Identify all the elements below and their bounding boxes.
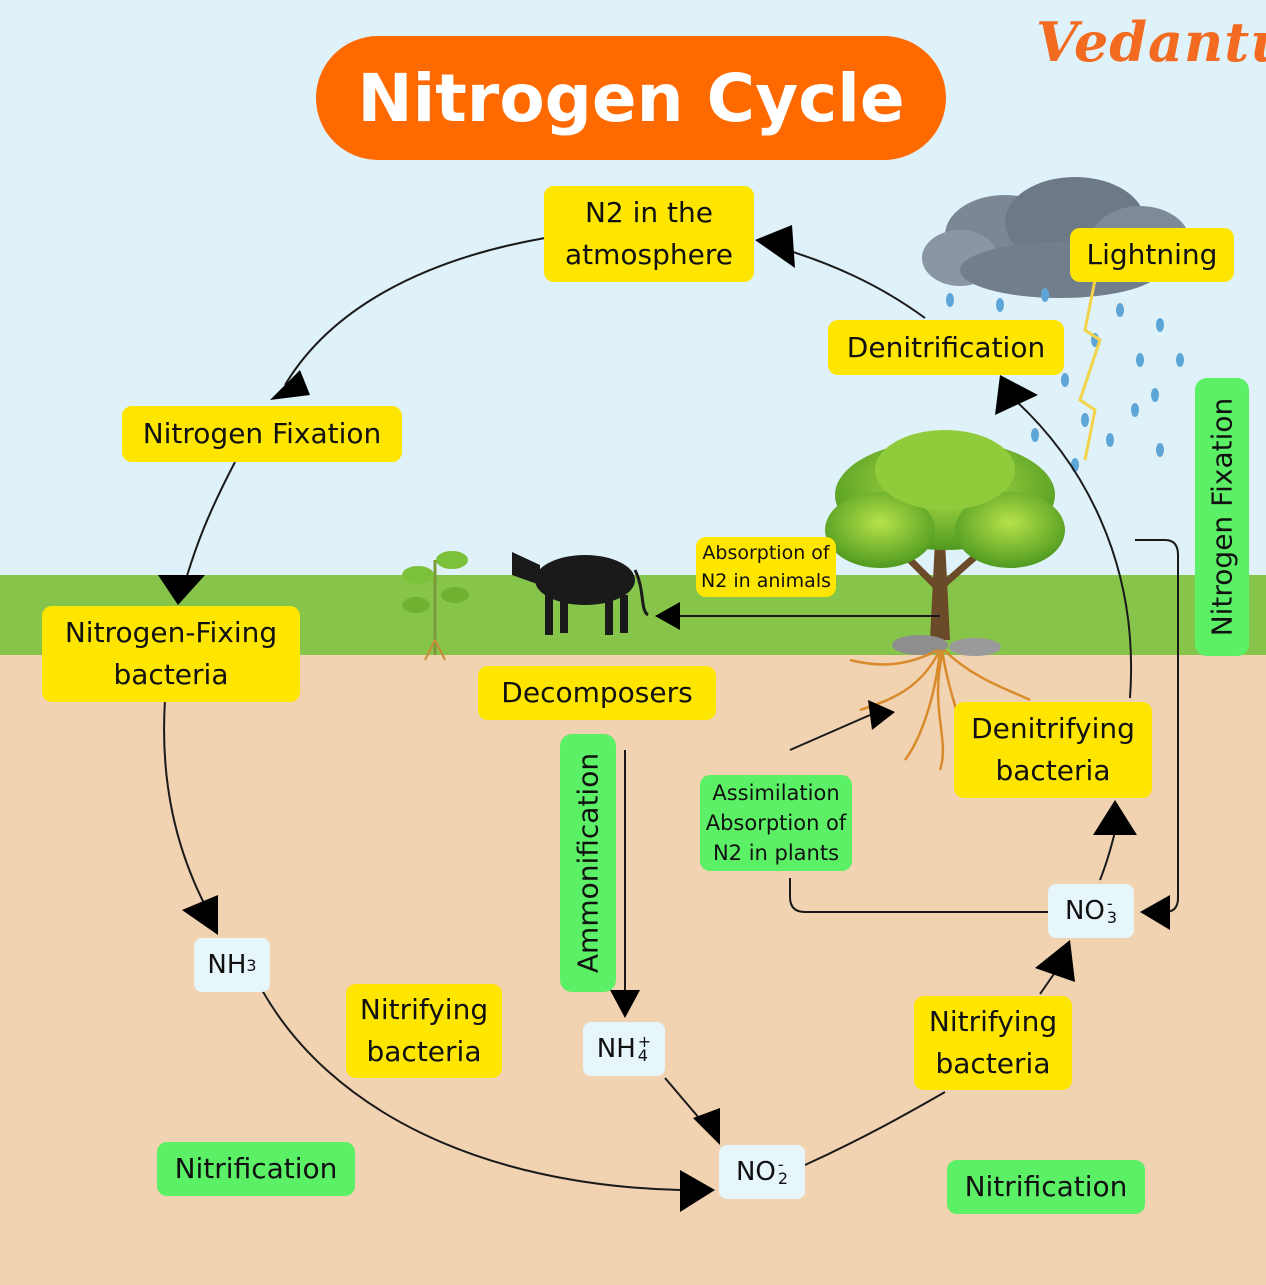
- label-nitrogen-fixing-bacteria-line1: Nitrogen-Fixing: [64, 616, 278, 649]
- chem-no2-base: NO: [735, 1157, 776, 1187]
- label-nitrifying-bacteria-right-line2: bacteria: [935, 1047, 1051, 1080]
- label-denitrifying-bacteria: Denitrifying bacteria: [954, 702, 1152, 798]
- label-absorption-animals-line2: N2 in animals: [701, 570, 831, 592]
- label-denitrifying-bacteria-line1: Denitrifying: [971, 712, 1135, 745]
- chem-no3: NO -3: [1048, 884, 1134, 938]
- chem-nh4-base: NH: [596, 1034, 636, 1064]
- chem-nh3-sub: 3: [246, 955, 257, 975]
- label-nitrifying-bacteria-left-line1: Nitrifying: [359, 993, 489, 1026]
- chem-no2-sub: 2: [777, 1169, 789, 1188]
- chem-no2: NO -2: [719, 1145, 805, 1199]
- label-n2-atmosphere-line2: atmosphere: [565, 238, 733, 271]
- cow-icon: [512, 552, 650, 635]
- label-nitrifying-bacteria-left: Nitrifying bacteria: [346, 984, 502, 1078]
- label-nitrogen-fixing-bacteria-line2: bacteria: [113, 658, 229, 691]
- label-assimilation-line3: N2 in plants: [712, 841, 840, 865]
- label-absorption-animals: Absorption of N2 in animals: [696, 537, 836, 597]
- label-n2-atmosphere: N2 in the atmosphere: [544, 186, 754, 282]
- label-denitrifying-bacteria-line2: bacteria: [995, 754, 1111, 787]
- chem-nh4-sup: +: [637, 1032, 652, 1051]
- label-ammonification: Ammonification: [560, 734, 616, 992]
- chem-nh4-sub: 4: [637, 1046, 648, 1065]
- chem-no3-base: NO: [1064, 896, 1105, 926]
- label-nitrogen-fixation-left: Nitrogen Fixation: [122, 406, 402, 462]
- label-nitrifying-bacteria-left-line2: bacteria: [366, 1035, 482, 1068]
- label-nitrogen-fixation-right: Nitrogen Fixation: [1195, 378, 1249, 656]
- page-title: Nitrogen Cycle: [316, 36, 946, 160]
- chem-no3-sup: -: [1106, 894, 1113, 913]
- label-nitrifying-bacteria-right-line1: Nitrifying: [928, 1005, 1058, 1038]
- label-decomposers: Decomposers: [478, 666, 716, 720]
- lightning-bolt-icon: [1078, 279, 1102, 461]
- label-ammonification-text: Ammonification: [571, 752, 605, 974]
- label-nitrogen-fixing-bacteria: Nitrogen-Fixing bacteria: [42, 606, 300, 702]
- label-absorption-animals-line1: Absorption of: [702, 542, 830, 564]
- label-assimilation-line2: Absorption of: [705, 811, 847, 835]
- label-nitrification-left: Nitrification: [157, 1142, 355, 1196]
- chem-no2-sup: -: [777, 1155, 784, 1174]
- label-denitrification: Denitrification: [828, 320, 1064, 375]
- label-nitrifying-bacteria-right: Nitrifying bacteria: [914, 996, 1072, 1090]
- label-assimilation-line1: Assimilation: [712, 781, 840, 805]
- sapling-icon: [402, 551, 469, 661]
- label-n2-atmosphere-line1: N2 in the: [584, 196, 714, 229]
- chem-no3-sub: 3: [1106, 908, 1118, 927]
- label-nitrification-right: Nitrification: [947, 1160, 1145, 1214]
- tree-icon: [825, 430, 1065, 771]
- label-nitrogen-fixation-right-text: Nitrogen Fixation: [1205, 397, 1239, 637]
- brand-logo: Vedantu: [1036, 10, 1266, 74]
- label-lightning: Lightning: [1070, 228, 1234, 282]
- chem-nh4: NH +4: [583, 1022, 665, 1076]
- chem-nh3-base: NH: [207, 950, 247, 980]
